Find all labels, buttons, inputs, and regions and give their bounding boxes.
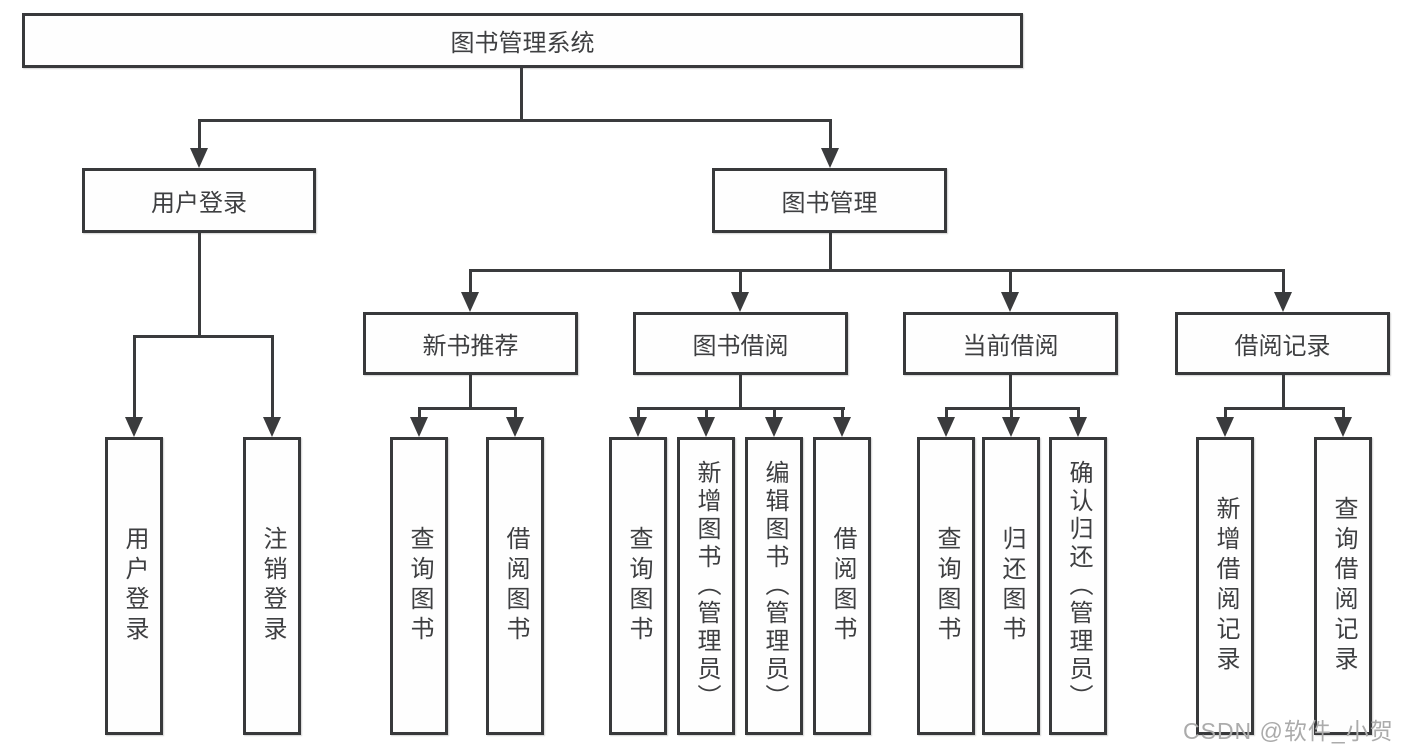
connector-stub (705, 407, 708, 417)
leaf-label: 新增图书（管理员） (693, 460, 720, 712)
arrowhead (1216, 417, 1234, 437)
connector-level3-rail (469, 269, 1285, 272)
arrowhead (1069, 417, 1087, 437)
arrowhead (629, 417, 647, 437)
arrowhead (833, 417, 851, 437)
connector-stub (1010, 407, 1013, 417)
arrowhead-user-login (190, 148, 208, 168)
leaf-label: 查询图书 (406, 526, 433, 646)
connector-borrow-record-rail (1224, 407, 1345, 410)
leaf-query-books-borrowing: 查询图书 (609, 437, 667, 735)
leaf-label: 新增借阅记录 (1212, 496, 1239, 676)
connector-book-management-drop (829, 233, 832, 269)
node-label: 借阅记录 (1234, 333, 1331, 360)
connector-stub (841, 407, 844, 417)
arrowhead-book-management (821, 148, 839, 168)
arrowhead (1334, 417, 1352, 437)
leaf-borrow-books: 借阅图书 (813, 437, 871, 735)
connector-stub (418, 407, 421, 417)
node-user-login: 用户登录 (82, 168, 316, 233)
arrowhead-current-borrow (1001, 292, 1019, 312)
connector-stub (1224, 407, 1227, 417)
leaf-label: 编辑图书（管理员） (761, 460, 788, 712)
connector-stub (637, 407, 640, 417)
leaf-label: 借阅图书 (502, 526, 529, 646)
connector-root-drop (520, 68, 523, 119)
node-borrowing-records: 借阅记录 (1175, 312, 1390, 375)
arrowhead-borrow-record (1274, 292, 1292, 312)
arrowhead (410, 417, 428, 437)
leaf-label: 用户登录 (121, 526, 148, 646)
leaf-label: 查询图书 (933, 526, 960, 646)
connector-stub-current-borrow (1009, 269, 1012, 292)
connector-book-borrow-drop (739, 375, 742, 407)
node-new-book-recommend: 新书推荐 (363, 312, 578, 375)
leaf-query-borrow-record: 查询借阅记录 (1314, 437, 1372, 735)
leaf-label: 归还图书 (998, 526, 1025, 646)
connector-user-login-drop (198, 233, 201, 335)
arrowhead-leaf-user-login (125, 417, 143, 437)
leaf-label: 借阅图书 (829, 526, 856, 646)
arrowhead-book-borrow (731, 292, 749, 312)
leaf-label: 确认归还（管理员） (1065, 460, 1092, 712)
leaf-user-login: 用户登录 (105, 437, 163, 735)
node-library-management-system: 图书管理系统 (22, 13, 1023, 68)
node-label: 当前借阅 (962, 333, 1059, 360)
connector-new-book-drop (469, 375, 472, 407)
leaf-logout: 注销登录 (243, 437, 301, 735)
arrowhead (1002, 417, 1020, 437)
connector-user-login-rail (133, 335, 274, 338)
connector-stub-book-borrow (739, 269, 742, 292)
arrowhead (506, 417, 524, 437)
connector-stub (1077, 407, 1080, 417)
leaf-add-borrow-record: 新增借阅记录 (1196, 437, 1254, 735)
node-label: 用户登录 (151, 190, 247, 217)
connector-level2-rail (198, 119, 832, 122)
connector-stub-user-login (198, 119, 201, 148)
connector-borrow-record-drop (1282, 375, 1285, 407)
connector-stub (514, 407, 517, 417)
leaf-add-books-admin: 新增图书（管理员） (677, 437, 735, 735)
leaf-confirm-return-admin: 确认归还（管理员） (1049, 437, 1107, 735)
connector-stub (1342, 407, 1345, 417)
connector-stub-borrow-record (1282, 269, 1285, 292)
node-book-management: 图书管理 (712, 168, 947, 233)
leaf-query-books-recommend: 查询图书 (390, 437, 448, 735)
arrowhead (937, 417, 955, 437)
leaf-return-books: 归还图书 (982, 437, 1040, 735)
leaf-query-books-current: 查询图书 (917, 437, 975, 735)
arrowhead (697, 417, 715, 437)
leaf-borrow-books-recommend: 借阅图书 (486, 437, 544, 735)
leaf-edit-books-admin: 编辑图书（管理员） (745, 437, 803, 735)
connector-stub (773, 407, 776, 417)
node-label: 新书推荐 (422, 333, 519, 360)
node-label: 图书管理系统 (450, 30, 595, 57)
leaf-label: 注销登录 (259, 526, 286, 646)
connector-stub-leaf-user-login (133, 335, 136, 417)
leaf-label: 查询图书 (625, 526, 652, 646)
node-book-borrowing: 图书借阅 (633, 312, 848, 375)
arrowhead-leaf-logout (263, 417, 281, 437)
connector-stub-leaf-logout (271, 335, 274, 417)
connector-stub-new-book (469, 269, 472, 292)
node-label: 图书借阅 (692, 333, 789, 360)
arrowhead (765, 417, 783, 437)
arrowhead-new-book (461, 292, 479, 312)
connector-book-borrow-rail (637, 407, 845, 410)
leaf-label: 查询借阅记录 (1330, 496, 1357, 676)
connector-current-borrow-drop (1009, 375, 1012, 407)
node-label: 图书管理 (781, 190, 878, 217)
connector-new-book-rail (418, 407, 517, 410)
node-current-borrowing: 当前借阅 (903, 312, 1118, 375)
connector-stub-book-management (829, 119, 832, 148)
connector-stub (945, 407, 948, 417)
